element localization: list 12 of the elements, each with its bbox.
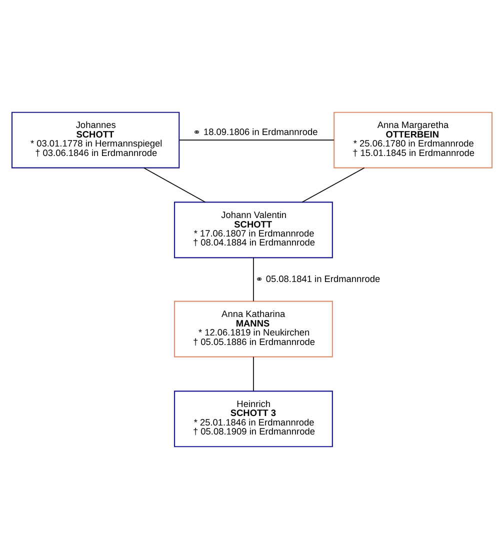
node-box: Johannes SCHOTT * 03.01.1778 in Hermannspiegel † 03.06.1846 in Erdmannrode (11, 111, 180, 168)
edge-label: ⚭ 05.08.1841 in Erdmannrode (255, 273, 380, 284)
node-box: Anna Margaretha OTTERBEIN * 25.06.1780 in Erdmannrode † 15.01.1845 in Erdmannrode (334, 111, 493, 168)
connector (302, 166, 365, 202)
connector (143, 166, 206, 202)
connector (253, 256, 254, 301)
edge-label: ⚭ 18.09.1806 in Erdmannrode (192, 126, 318, 136)
node-box: Heinrich SCHOTT 3 * 25.01.1846 in Erdmannrode † 05.08.1909 in Erdmannrode (174, 390, 333, 447)
connector (253, 356, 254, 391)
node-box: Anna Katharina MANNS * 12.06.1819 in Neukirchen † 05.05.1886 in Erdmannrode (174, 300, 333, 357)
connector (178, 139, 334, 140)
node-box: Johann Valentin SCHOTT * 17.06.1807 in Erdmannrode † 08.04.1884 in Erdmannrode (174, 201, 333, 258)
